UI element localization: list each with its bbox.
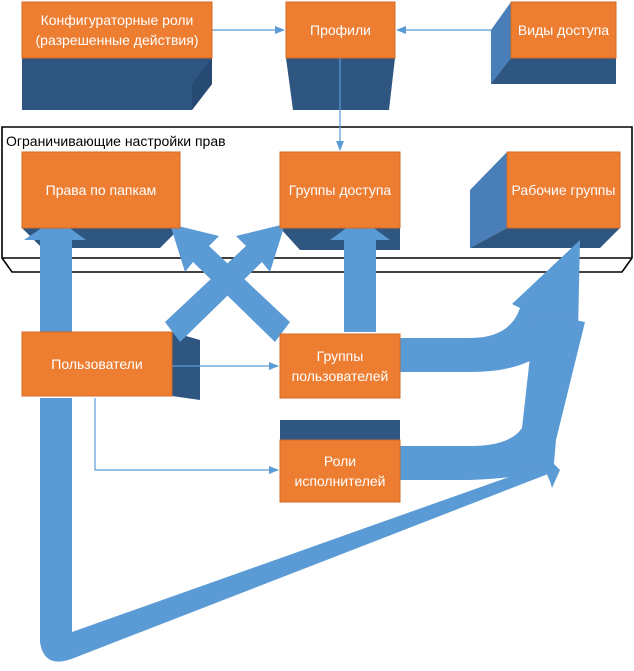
access-kinds-box-depth: [491, 2, 511, 84]
config-roles-box: [21, 1, 213, 59]
arrow-user-groups-to-folder-rights: [170, 224, 290, 342]
work-groups-box-bottom: [470, 228, 620, 248]
access-kinds-label: Виды доступа: [517, 22, 610, 38]
user-groups-label: Группы пользователей: [291, 348, 389, 384]
line-users-to-performer-roles: [94, 398, 279, 474]
users-box: [21, 331, 173, 397]
arrow-users-to-folder-rights: [24, 218, 86, 332]
access-groups-box: [279, 151, 401, 229]
config-roles-label: Конфигураторные роли (разрешенные действ…: [35, 12, 199, 48]
folder-rights-label: Права по папкам: [45, 182, 157, 198]
access-groups-label: Группы доступа: [288, 182, 392, 198]
block-arrows: [24, 218, 585, 662]
arrow-user-groups-to-access-groups: [330, 218, 390, 332]
work-groups-box-depth: [470, 152, 507, 248]
access-kinds-box: [510, 1, 617, 59]
performer-roles-box-top: [280, 420, 400, 440]
work-groups-box: [506, 151, 621, 229]
user-groups-box: [279, 333, 401, 399]
profiles-label: Профили: [310, 22, 371, 38]
users-label: Пользователи: [51, 356, 143, 372]
frame-title: Ограничивающие настройки прав: [6, 133, 226, 149]
work-groups-label: Рабочие группы: [511, 182, 616, 198]
arrow-users-to-work-groups: [40, 398, 560, 662]
access-kinds-box-bottom: [491, 58, 616, 84]
performer-roles-box: [279, 439, 401, 503]
orange-boxes: [21, 1, 621, 503]
folder-rights-box: [21, 151, 181, 229]
connector-lines: [94, 26, 491, 474]
config-roles-box-side: [192, 58, 212, 110]
arrow-performer-roles-to-work-groups: [400, 312, 585, 486]
profiles-box: [285, 1, 396, 59]
config-roles-box-depth: [22, 58, 212, 110]
performer-roles-label: Роли исполнителей: [294, 453, 386, 489]
